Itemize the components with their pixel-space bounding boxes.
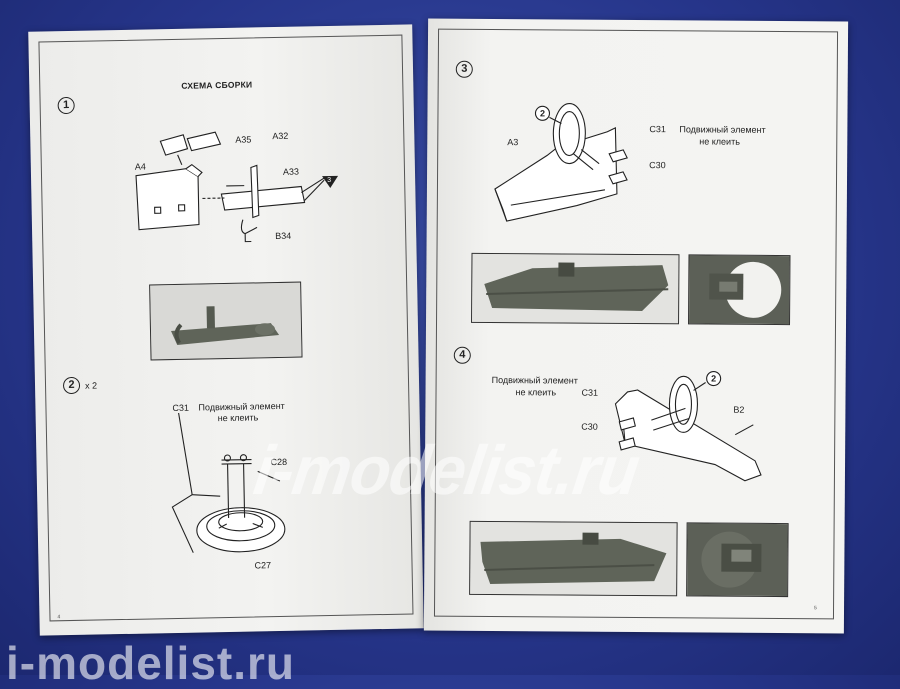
label-a32: A32 xyxy=(272,130,289,142)
step3-ref-step: 2 xyxy=(540,108,545,118)
step3-photo-image xyxy=(472,253,679,324)
step3-assembly-diagram: 2 xyxy=(494,102,628,222)
step4-photo-hull xyxy=(469,520,678,597)
step4-ref-step: 2 xyxy=(711,374,716,384)
step1-ref-step: 3 xyxy=(327,177,331,184)
label-b34: B34 xyxy=(275,230,292,242)
watermark-text: i-modelist.ru xyxy=(249,431,644,509)
label-a4: A4 xyxy=(134,161,146,172)
label-a3: A3 xyxy=(507,137,519,148)
label-b2: B2 xyxy=(733,404,745,415)
step4-assembly-diagram: 2 xyxy=(614,370,762,482)
step-number-3: 3 xyxy=(455,60,473,78)
label-a35: A35 xyxy=(235,134,252,145)
step4-note-line2: не клеить xyxy=(515,387,557,398)
step1-photo xyxy=(149,281,303,361)
instruction-page-right: 3 2 A3 C31 C30 Подвижный элемент не клеи… xyxy=(423,18,849,634)
label-c27: C27 xyxy=(254,560,272,571)
step4-note-line1: Подвижный элемент xyxy=(491,374,578,386)
step3-detail-image xyxy=(689,255,790,325)
step3-photo-hull xyxy=(471,252,680,325)
label-c31: C31 xyxy=(581,387,599,398)
label-a33: A33 xyxy=(282,166,300,177)
step3-photo-detail xyxy=(688,254,791,326)
label-c31: C31 xyxy=(172,402,190,414)
step4-photo-image xyxy=(470,521,677,596)
brand-logo-text: i-modelist.ru xyxy=(6,637,296,689)
step1-assembly-diagram: 3 xyxy=(135,131,339,243)
instruction-page-left: СХЕМА СБОРКИ 1 3 A4 A35 A32 A33 B34 xyxy=(28,24,424,636)
step2-quantity: x 2 xyxy=(84,380,98,391)
step-number-4: 4 xyxy=(453,346,471,364)
page-number-right: 5 xyxy=(814,605,817,612)
step2-assembly-diagram xyxy=(171,412,286,553)
header-title: СХЕМА СБОРКИ xyxy=(181,79,253,91)
step1-photo-image xyxy=(150,282,302,360)
step3-note-line1: Подвижный элемент xyxy=(679,124,766,135)
step4-detail-image xyxy=(687,523,788,597)
step4-photo-detail xyxy=(686,522,789,598)
label-c31: C31 xyxy=(649,124,666,135)
page-number-left: 4 xyxy=(57,614,61,621)
step3-note-line2: не клеить xyxy=(699,136,740,147)
label-c30: C30 xyxy=(649,160,666,171)
